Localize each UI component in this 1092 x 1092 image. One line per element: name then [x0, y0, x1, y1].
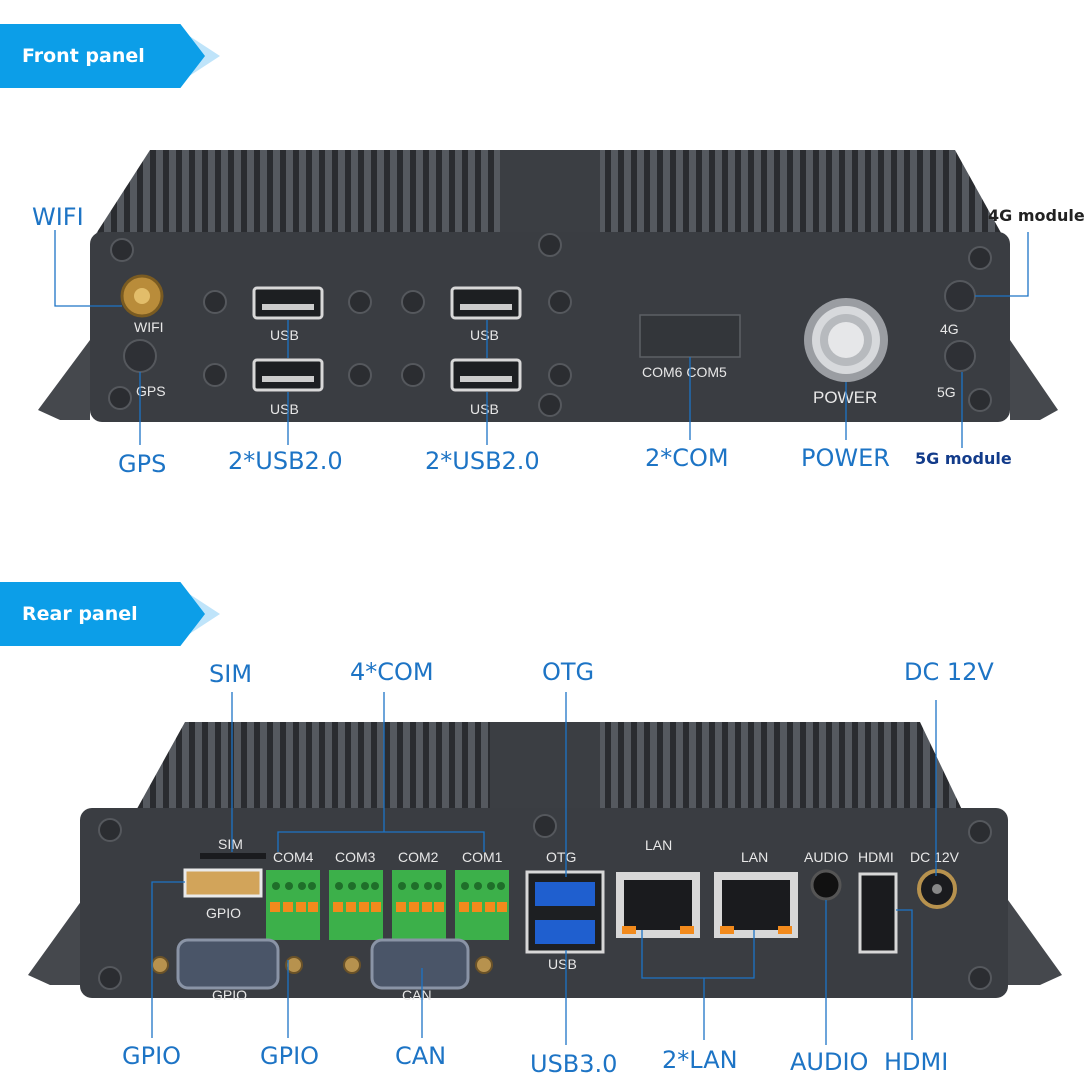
front-label-usb-d: USB [470, 401, 499, 417]
rear-label-com4: COM4 [273, 849, 314, 865]
com-terminal-blocks [266, 870, 509, 940]
front-panel-title: Front panel [22, 45, 145, 67]
front-label-wifi: WIFI [134, 319, 164, 335]
front-label-usb-c: USB [470, 327, 499, 343]
front-label-4g: 4G [940, 321, 959, 337]
rear-label-audio: AUDIO [804, 849, 848, 865]
rear-label-dc: DC 12V [910, 849, 960, 865]
rear-label-gpio-db: GPIO [212, 987, 247, 1003]
callout-usb-left: 2*USB2.0 [228, 447, 343, 475]
front-label-power: POWER [813, 388, 877, 407]
rear-label-sim: SIM [218, 836, 243, 852]
rear-label-com1: COM1 [462, 849, 503, 865]
front-label-5g: 5G [937, 384, 956, 400]
callout-otg: OTG [542, 658, 595, 686]
callout-hdmi: HDMI [884, 1048, 949, 1076]
callout-5g-module: 5G module [915, 449, 1012, 468]
rear-label-otg: OTG [546, 849, 576, 865]
rear-label-can: CAN [402, 987, 432, 1003]
callout-4-com: 4*COM [350, 658, 434, 686]
callout-dc-12v: DC 12V [904, 658, 994, 686]
front-panel-banner: Front panel [0, 24, 220, 88]
callout-2-lan: 2*LAN [662, 1046, 738, 1074]
callout-gps: GPS [118, 450, 167, 478]
rear-device: SIM GPIO COM4 COM3 COM2 COM1 [28, 722, 1062, 1003]
callout-wifi: WIFI [32, 203, 84, 231]
callout-com: 2*COM [645, 444, 729, 472]
front-device: WIFI GPS USB USB USB USB COM6 COM5 POWER… [38, 150, 1058, 422]
front-leader-lines [54, 230, 1029, 448]
rear-panel-title: Rear panel [22, 603, 138, 625]
callout-audio: AUDIO [790, 1048, 869, 1076]
callout-usb3: USB3.0 [530, 1050, 618, 1078]
rear-label-usb: USB [548, 956, 577, 972]
callout-power: POWER [801, 444, 890, 472]
callout-4g-module: 4G module [988, 206, 1085, 225]
rear-label-lan2: LAN [741, 849, 768, 865]
rear-label-com2: COM2 [398, 849, 439, 865]
callout-gpio-2: GPIO [260, 1042, 320, 1070]
front-label-usb-b: USB [270, 401, 299, 417]
callout-can: CAN [395, 1042, 447, 1070]
callout-gpio-1: GPIO [122, 1042, 182, 1070]
callout-usb-right: 2*USB2.0 [425, 447, 540, 475]
front-label-gps: GPS [136, 383, 166, 399]
rear-panel-banner: Rear panel [0, 582, 220, 646]
rear-label-com3: COM3 [335, 849, 376, 865]
callout-sim: SIM [209, 660, 253, 688]
rear-label-gpio-top: GPIO [206, 905, 241, 921]
rear-label-lan1: LAN [645, 837, 672, 853]
front-label-com: COM6 COM5 [642, 364, 727, 380]
front-label-usb-a: USB [270, 327, 299, 343]
rear-leader-lines [151, 692, 937, 1045]
rear-label-hdmi: HDMI [858, 849, 894, 865]
